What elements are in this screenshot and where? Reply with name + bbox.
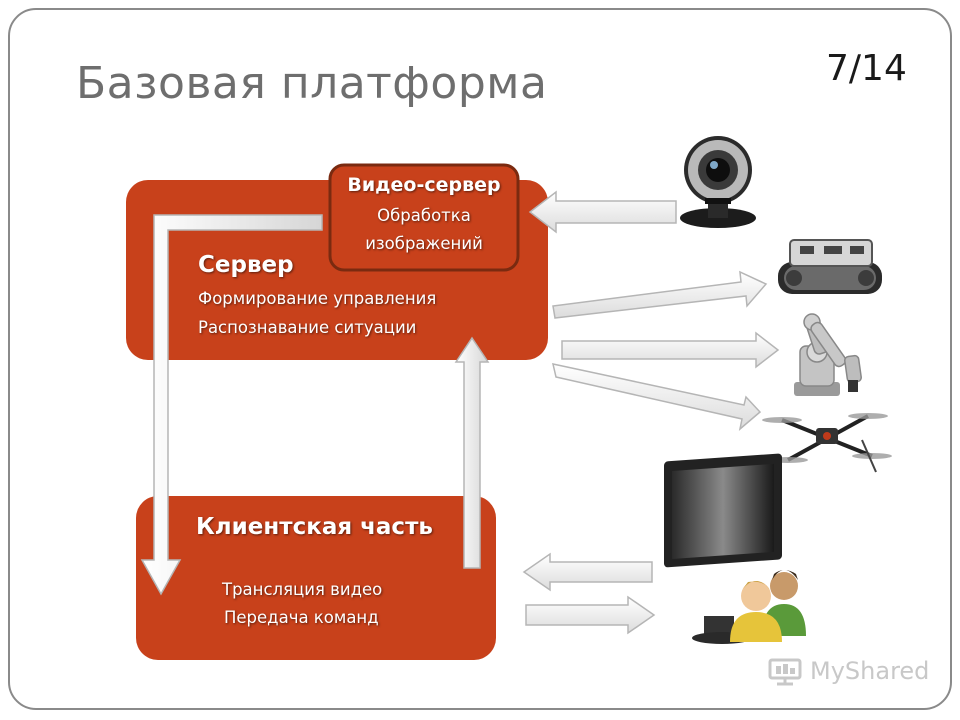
monitor-users-icon	[664, 453, 806, 644]
arrow-to-robot	[552, 270, 768, 319]
video-server-box	[328, 163, 520, 272]
client-heading: Клиентская часть	[196, 514, 433, 540]
page-number: 7/14	[826, 48, 907, 89]
watermark-text: MyShared	[810, 657, 930, 685]
server-line-2: Распознавание ситуации	[198, 318, 417, 337]
video-server-heading: Видео-сервер	[347, 174, 501, 196]
arrow-from-webcam	[528, 190, 677, 234]
client-line-1: Трансляция видео	[222, 580, 383, 599]
client-line-2: Передача команд	[224, 608, 379, 627]
tracked-robot-icon	[778, 239, 882, 294]
client-box	[136, 496, 496, 660]
robotic-arm-icon	[794, 313, 862, 396]
presentation-icon	[768, 658, 802, 686]
arrow-to-drone	[552, 363, 762, 431]
watermark: MyShared	[768, 656, 929, 686]
server-line-1: Формирование управления	[198, 289, 437, 308]
slide-title: Базовая платформа	[76, 58, 548, 109]
quadcopter-icon	[762, 413, 892, 473]
up-arrow	[454, 336, 490, 569]
webcam-icon	[680, 136, 756, 228]
down-arrow	[140, 214, 323, 596]
arrow-from-operator	[522, 552, 653, 592]
arrow-to-arm	[561, 331, 780, 369]
video-server-line-1: Обработка	[377, 206, 471, 225]
server-heading: Сервер	[198, 252, 294, 278]
arrow-to-operator	[525, 595, 656, 635]
video-server-line-2: изображений	[365, 234, 483, 253]
